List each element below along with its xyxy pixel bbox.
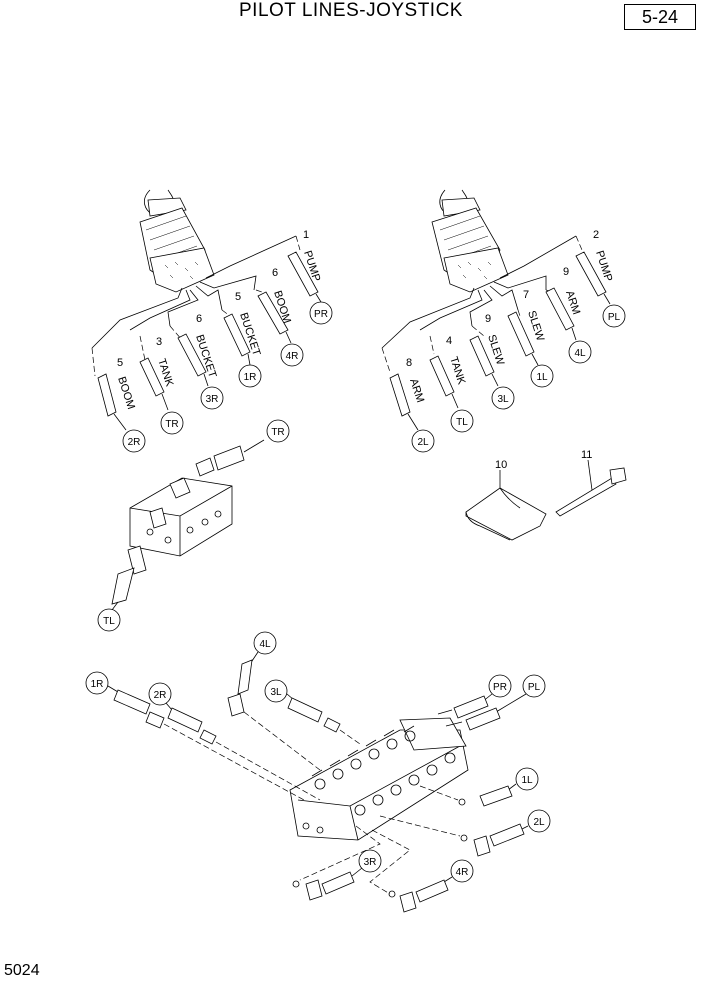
port-callout-1l <box>515 767 539 791</box>
port-label: 2R <box>128 437 141 448</box>
hose-end <box>469 335 495 377</box>
hose-end <box>257 291 289 335</box>
part-number: 9 <box>563 266 569 278</box>
hose-end <box>223 313 251 357</box>
port-label: 1L <box>536 372 548 383</box>
port-callout-3r <box>358 849 382 873</box>
part-number: 5 <box>235 291 241 303</box>
port-label: 4L <box>259 639 271 650</box>
part-number: 6 <box>272 267 278 279</box>
port-label: 3R <box>206 394 219 405</box>
part-number: 7 <box>523 289 529 301</box>
port-label: 2L <box>533 817 545 828</box>
port-label: PR <box>493 682 507 693</box>
valve-connections: 4L 1R 2R 3L PR PL 1L 2L 3R 4R <box>85 631 551 913</box>
port-label: 4R <box>456 867 469 878</box>
port-callout-3r <box>200 386 224 410</box>
port-label: TR <box>271 427 284 438</box>
port-callout-pr <box>488 674 512 698</box>
hose-end <box>507 311 535 357</box>
page-number: 5-24 <box>641 7 679 27</box>
hose-end <box>287 251 319 297</box>
port-label: 2L <box>417 437 429 448</box>
port-callout-2r <box>148 682 172 706</box>
port-callout-pl <box>522 674 546 698</box>
port-label: PL <box>528 682 541 693</box>
port-label: 4R <box>286 351 299 362</box>
cable-tie-part: 11 <box>555 449 627 517</box>
port-callout-4r <box>450 859 474 883</box>
hose-end <box>389 373 411 417</box>
part-number: 4 <box>446 335 452 347</box>
port-callout-1r <box>85 671 109 695</box>
port-callout-4r <box>280 343 304 367</box>
port-callout-4l <box>568 340 592 364</box>
hose-end <box>429 355 455 397</box>
port-label: PL <box>608 312 621 323</box>
hose-end <box>575 251 607 297</box>
port-label: PR <box>314 309 328 320</box>
part-number: 2 <box>593 229 599 241</box>
part-label: ARM <box>407 377 426 404</box>
hose-end <box>97 373 117 417</box>
figure-code: 5024 <box>4 962 40 979</box>
port-callout-2l <box>527 809 551 833</box>
right-joystick-assembly <box>381 189 583 373</box>
hose-end <box>545 287 575 331</box>
main-control-valve <box>289 717 469 841</box>
part-number: 5 <box>117 357 123 369</box>
part-label: BOOM <box>115 375 137 411</box>
port-callout-2l <box>411 429 435 453</box>
port-label: 2R <box>154 690 167 701</box>
port-callout-4l <box>253 631 277 655</box>
hose-end <box>177 333 207 377</box>
port-callout-tl <box>450 409 474 433</box>
port-callout-3l <box>264 679 288 703</box>
port-label: TL <box>103 616 115 627</box>
port-label: 3L <box>270 687 282 698</box>
part-number: 9 <box>485 313 491 325</box>
port-label: 1R <box>91 679 104 690</box>
port-label: 1R <box>244 372 257 383</box>
hose-end <box>139 357 165 397</box>
part-label: SLEW <box>525 309 546 343</box>
port-callout-tl <box>97 608 121 632</box>
port-callout-tr <box>266 419 290 443</box>
page-title: PILOT LINES-JOYSTICK <box>239 0 463 21</box>
port-label: 4L <box>574 348 586 359</box>
port-label: 1L <box>521 775 533 786</box>
part-number: 6 <box>196 313 202 325</box>
page-number-box: 5-24 <box>624 4 696 30</box>
port-callout-1r <box>238 364 262 388</box>
port-label: TR <box>165 419 178 430</box>
port-callout-pl <box>602 304 626 328</box>
part-number: 10 <box>495 459 507 471</box>
sleeve-part: 10 <box>465 459 547 541</box>
part-label: TANK <box>447 355 467 386</box>
part-number: 8 <box>406 357 412 369</box>
tank-return-block: TR TL <box>97 419 290 632</box>
port-callout-1l <box>530 364 554 388</box>
port-callout-tr <box>160 411 184 435</box>
port-callout-3l <box>491 386 515 410</box>
part-number: 11 <box>581 449 592 461</box>
part-number: 1 <box>303 229 309 241</box>
left-joystick-assembly <box>91 189 301 377</box>
port-callout-2r <box>122 429 146 453</box>
port-label: 3R <box>364 857 377 868</box>
part-number: 3 <box>156 336 162 348</box>
port-label: 3L <box>497 394 509 405</box>
port-label: TL <box>456 417 468 428</box>
port-callout-pr <box>309 301 333 325</box>
